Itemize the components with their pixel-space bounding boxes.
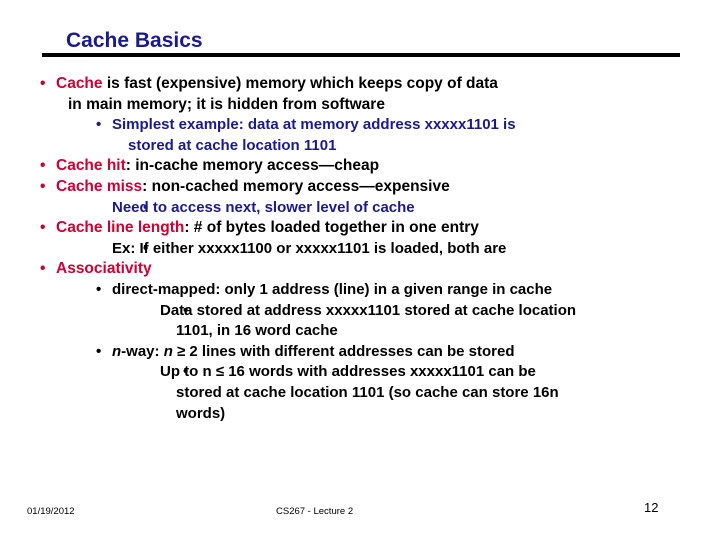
subbullet-n-way-var2: n [163,342,173,360]
footer-lecture-label: CS267 - Lecture 2 [276,506,354,517]
bullet-cache-hit-keyword: Cache hit [56,157,126,175]
footer-date: 01/19/2012 [27,506,75,517]
subbullet-need-access-text: Need to access next, slower level of cac… [112,198,415,216]
bullet-glyph-icon: • [143,239,149,257]
bullet-glyph-icon: • [40,157,46,175]
subbullet-simplest-example: • Simplest example: data at memory addre… [0,115,720,136]
subbullet-data-stored-cont: 1101, in 16 word cache [0,321,720,342]
bullet-glyph-icon: • [40,75,46,92]
title-divider [42,53,680,57]
bullet-cache-text-cont: in main memory; it is hidden from softwa… [68,95,385,113]
subbullet-up-to-n-text-cont2: words) [176,404,226,422]
subbullet-n-way: • n-way: n ≥ 2 lines with different addr… [0,342,720,363]
bullet-glyph-icon: • [40,219,46,237]
subbullet-simplest-text: Simplest example: data at memory address… [112,116,516,134]
bullet-glyph-icon: • [183,363,189,381]
bullet-cache-keyword: Cache [56,75,103,92]
subbullet-data-stored-text-cont: 1101, in 16 word cache [176,322,338,340]
subbullet-data-stored: • Data stored at address xxxxx1101 store… [0,301,720,322]
slide-body: • Cache is fast (expensive) memory which… [0,74,720,424]
subbullet-simplest-text-cont: stored at cache location 1101 [128,136,337,154]
bullet-glyph-icon: • [96,280,102,298]
bullet-glyph-icon: • [40,177,46,195]
subbullet-example-line: • Ex: If either xxxxx1100 or xxxxx1101 i… [0,239,720,260]
subbullet-direct-mapped: • direct-mapped: only 1 address (line) i… [0,280,720,301]
bullet-line-length-text: : # of bytes loaded together in one entr… [184,219,479,237]
bullet-associativity-text: Associativity [56,260,152,278]
subbullet-data-stored-text: Data stored at address xxxxx1101 stored … [160,301,577,319]
bullet-cache-line-length: • Cache line length: # of bytes loaded t… [0,218,720,239]
subbullet-up-to-n-text-cont: stored at cache location 1101 (so cache … [176,383,559,401]
subbullet-n-way-var1: n [112,342,122,360]
bullet-glyph-icon: • [40,260,46,278]
subbullet-up-to-n-cont: stored at cache location 1101 (so cache … [0,383,720,404]
subbullet-up-to-n: • Up to n ≤ 16 words with addresses xxxx… [0,362,720,383]
bullet-cache-definition: • Cache is fast (expensive) memory which… [0,74,720,95]
page-title: Cache Basics [66,29,203,52]
subbullet-example-text: Ex: If either xxxxx1100 or xxxxx1101 is … [112,239,507,257]
subbullet-simplest-example-cont: stored at cache location 1101 [0,136,720,157]
subbullet-n-way-mid: -way: [121,342,164,360]
bullet-cache-miss-text: : non-cached memory access—expensive [142,177,450,195]
bullet-glyph-icon: • [96,116,102,134]
bullet-cache-hit: • Cache hit: in-cache memory access—chea… [0,156,720,177]
subbullet-up-to-n-text: Up to n ≤ 16 words with addresses xxxxx1… [160,363,536,381]
bullet-cache-miss: • Cache miss: non-cached memory access—e… [0,177,720,198]
bullet-glyph-icon: • [143,198,149,216]
footer-page-number: 12 [644,500,659,515]
bullet-glyph-icon: • [96,342,102,360]
bullet-glyph-icon: • [183,301,189,319]
bullet-cache-definition-cont: in main memory; it is hidden from softwa… [0,95,720,116]
subbullet-need-access-next: • Need to access next, slower level of c… [0,198,720,219]
bullet-cache-miss-keyword: Cache miss [56,177,143,195]
bullet-cache-hit-text: : in-cache memory access—cheap [125,157,380,175]
bullet-associativity: • Associativity [0,259,720,280]
subbullet-direct-mapped-text: direct-mapped: only 1 address (line) in … [112,280,553,298]
bullet-line-length-keyword: Cache line length [56,219,185,237]
subbullet-up-to-n-cont2: words) [0,404,720,425]
bullet-cache-text: is fast (expensive) memory which keeps c… [102,75,498,92]
subbullet-n-way-text: ≥ 2 lines with different addresses can b… [172,342,515,360]
